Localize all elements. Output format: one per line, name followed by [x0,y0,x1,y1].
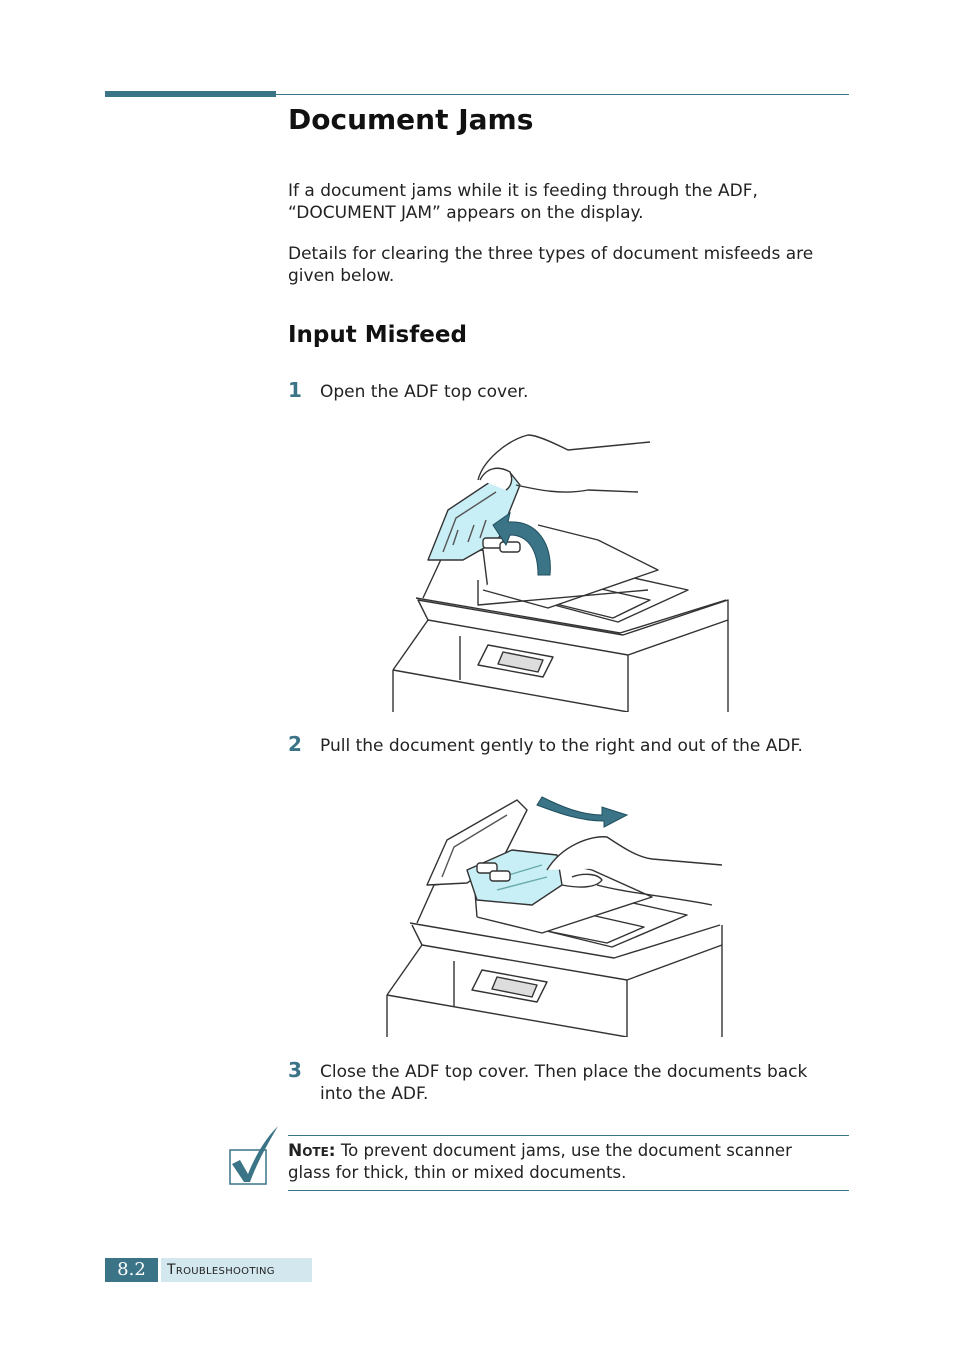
note-top-rule [288,1135,849,1136]
step-2-number: 2 [288,732,302,756]
pull-document-illustration [386,796,723,1037]
header-rule-thick [105,91,276,97]
page-number: 8.2 [105,1258,158,1282]
page-title: Document Jams [288,103,534,136]
open-adf-cover-illustration [392,434,729,712]
step-3-number: 3 [288,1058,302,1082]
intro-paragraph-2: Details for clearing the three types of … [288,244,814,286]
step-1-text: Open the ADF top cover. [320,382,529,402]
note-label: Note: [288,1141,336,1161]
note-text: To prevent document jams, use the docume… [288,1141,792,1182]
footer-section-name: Troubleshooting [161,1258,312,1282]
checkmark-icon [229,1126,278,1185]
note-bottom-rule [288,1190,849,1191]
step-2-text: Pull the document gently to the right an… [320,736,803,756]
header-rule-thin [276,94,849,95]
intro-paragraph-1: If a document jams while it is feeding t… [288,181,758,223]
section-heading: Input Misfeed [288,322,467,348]
step-1-number: 1 [288,378,302,402]
note-block: Note: To prevent document jams, use the … [288,1140,838,1184]
step-3-text: Close the ADF top cover. Then place the … [320,1062,808,1104]
